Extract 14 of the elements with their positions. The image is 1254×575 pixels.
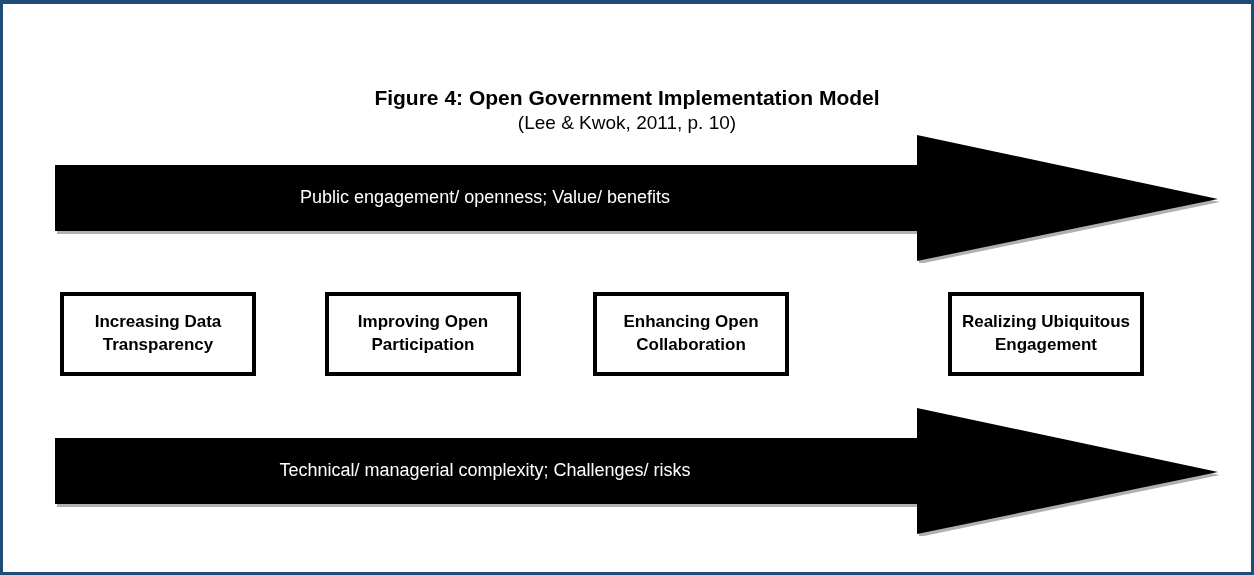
arrow-banner [55,408,1221,536]
stage-box [60,292,256,376]
arrow-banner [55,135,1221,263]
stage-label: Enhancing Open Collaboration [622,311,760,356]
banner-label: Technical/ managerial complexity; Challenges/ risks [278,460,692,481]
stage-box [593,292,789,376]
caption: (Lee & Kwok, 2011, p. 10) [516,112,738,134]
stage-label: Realizing Ubiquitous Engagement [960,311,1132,356]
stage-box [948,292,1144,376]
stage-label: Increasing Data Transparency [93,311,223,356]
stage-label: Improving Open Participation [356,311,490,356]
stage-box [325,292,521,376]
banner-label: Public engagement/ openness; Value/ benefits [299,187,671,208]
title: Figure 4: Open Government Implementation Model [373,86,881,110]
